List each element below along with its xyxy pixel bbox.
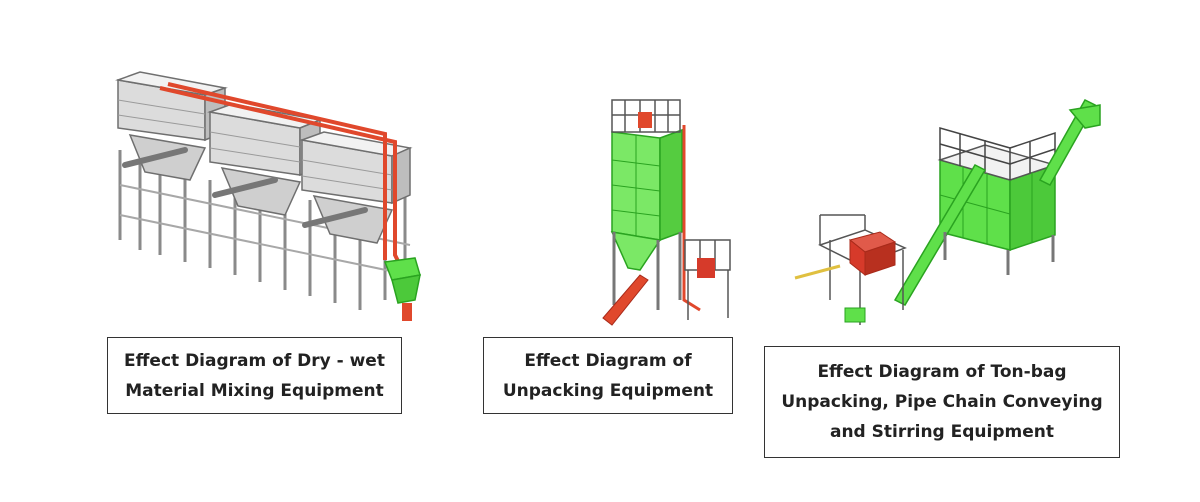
caption-line: Unpacking Equipment [502,380,714,401]
caption-line: Material Mixing Equipment [125,380,384,401]
caption-line: and Stirring Equipment [829,422,1054,442]
caption-unpacking: Effect Diagram of Unpacking Equipment [483,337,733,414]
caption-line: Effect Diagram of [524,350,692,371]
caption-line: Effect Diagram of Dry - wet [124,350,385,371]
caption-ton-bag: Effect Diagram of Ton-bag Unpacking, Pip… [764,346,1120,458]
caption-line: Effect Diagram of Ton-bag [817,362,1067,382]
caption-line: Unpacking, Pipe Chain Conveying [781,392,1103,412]
caption-dry-wet-mixing: Effect Diagram of Dry - wet Material Mix… [107,337,402,414]
